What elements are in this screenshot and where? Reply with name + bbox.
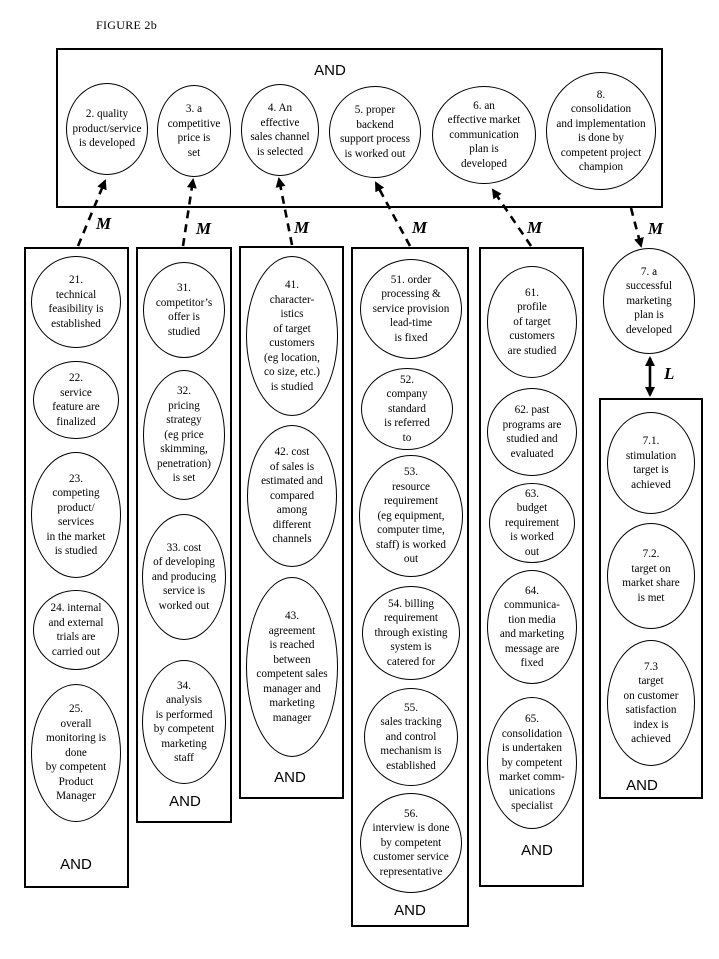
link-31-to-3 xyxy=(181,178,197,247)
node-51: 51. order processing & service provision… xyxy=(360,259,462,359)
column-2-box xyxy=(24,247,129,888)
link-label-m-8: M xyxy=(648,219,664,238)
node-65: 65. consolidation is undertaken by compe… xyxy=(487,697,577,829)
node-22: 22. service feature are finalized xyxy=(33,361,119,439)
link-label-m-5: M xyxy=(412,218,428,237)
node-5-backend-support: 5. proper backend support process is wor… xyxy=(329,86,421,178)
node-8-consolidation: 8. consolidation and implementation is d… xyxy=(546,72,656,190)
link-label-m-2: M xyxy=(96,214,112,233)
column-3-and-label: AND xyxy=(169,793,201,810)
column-2-and-label: AND xyxy=(60,856,92,873)
link-21-to-2 xyxy=(76,179,107,247)
column-6-box xyxy=(479,247,584,887)
node-7-successful-marketing-plan: 7. a successful marketing plan is develo… xyxy=(603,248,695,354)
node-62: 62. past programs are studied and evalua… xyxy=(487,388,577,476)
node-55: 55. sales tracking and control mechanism… xyxy=(364,688,458,786)
top-and-box xyxy=(56,48,663,208)
column-3-box xyxy=(136,247,232,823)
column-7-box xyxy=(599,398,703,799)
node-43: 43. agreement is reached between compete… xyxy=(246,577,338,757)
node-53: 53. resource requirement (eg equipment, … xyxy=(359,455,463,577)
node-7-1: 7.1. stimulation target is achieved xyxy=(607,412,695,514)
node-63: 63. budget requirement is worked out xyxy=(489,483,575,563)
node-23: 23. competing product/ services in the m… xyxy=(31,452,121,578)
column-5-box xyxy=(351,247,469,927)
node-21: 21. technical feasibility is established xyxy=(31,256,121,348)
column-6-and-label: AND xyxy=(521,842,553,859)
node-42: 42. cost of sales is estimated and compa… xyxy=(247,425,337,567)
node-61: 61. profile of target customers are stud… xyxy=(487,266,577,378)
node-34: 34. analysis is performed by competent m… xyxy=(142,660,226,784)
link-8-to-7 xyxy=(629,207,644,248)
node-2-quality-product: 2. quality product/service is developed xyxy=(66,83,148,175)
link-label-m-3: M xyxy=(196,219,212,238)
node-31: 31. competitor’s offer is studied xyxy=(143,262,225,358)
column-4-box xyxy=(239,246,344,799)
column-7-and-label: AND xyxy=(626,777,658,794)
node-56: 56. interview is done by competent custo… xyxy=(360,793,462,893)
link-label-m-4: M xyxy=(294,218,310,237)
node-24: 24. internal and external trials are car… xyxy=(33,590,119,670)
node-54: 54. billing requirement through existing… xyxy=(362,586,460,680)
node-3-competitive-price: 3. a competitive price is set xyxy=(157,85,231,177)
node-32: 32. pricing strategy (eg price skimming,… xyxy=(143,370,225,500)
link-label-m-6: M xyxy=(527,218,543,237)
node-41: 41. character- istics of target customer… xyxy=(246,256,338,416)
node-33: 33. cost of developing and producing ser… xyxy=(142,514,226,640)
link-label-l: L xyxy=(664,364,675,383)
node-7-2: 7.2. target on market share is met xyxy=(607,523,695,629)
node-6-market-communication: 6. an effective market communication pla… xyxy=(432,86,536,184)
figure-label: FIGURE 2b xyxy=(96,18,158,32)
column-5-and-label: AND xyxy=(394,902,426,919)
node-52: 52. company standard is referred to xyxy=(361,368,453,450)
node-7-3: 7.3 target on customer satisfaction inde… xyxy=(607,640,695,766)
link-51-to-5 xyxy=(374,181,412,247)
top-and-label: AND xyxy=(314,62,346,79)
link-41-to-4 xyxy=(275,177,294,246)
node-25: 25. overall monitoring is done by compet… xyxy=(31,684,121,822)
column-4-and-label: AND xyxy=(274,769,306,786)
node-4-sales-channel: 4. An effective sales channel is selecte… xyxy=(241,84,319,176)
link-61-to-6 xyxy=(491,188,533,247)
node-64: 64. communica- tion media and marketing … xyxy=(487,570,577,684)
